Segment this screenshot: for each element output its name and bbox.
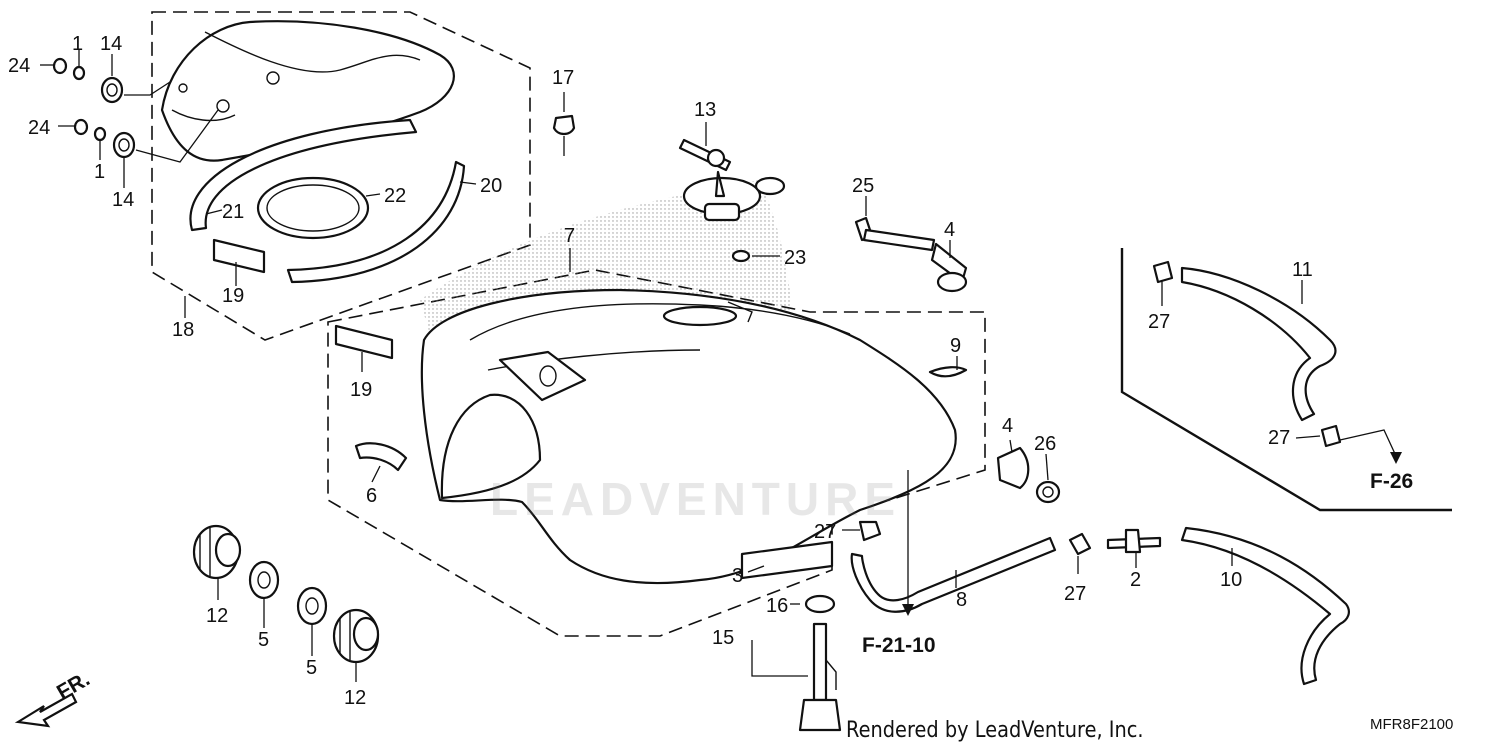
reference-f21-10: F-21-10	[862, 634, 936, 657]
collar-1-top	[72, 65, 86, 81]
washer-5-left	[248, 560, 280, 600]
o-ring-16	[804, 594, 836, 614]
cap-17	[552, 92, 576, 136]
hose-8	[850, 536, 1057, 613]
callout-18: 18	[172, 319, 194, 341]
fuel-sender-15	[751, 603, 842, 732]
grommet-14-top	[100, 76, 124, 104]
front-arrow-icon: FR.	[14, 667, 94, 728]
clamp-27-joint	[1068, 532, 1092, 556]
watermark-text: LEADVENTURE	[490, 473, 902, 525]
tank-cover	[160, 20, 455, 162]
callout-12-left: 12	[206, 605, 228, 627]
callout-2: 2	[1130, 569, 1141, 591]
clamp-27-hose8	[858, 520, 882, 542]
hose-10	[1180, 526, 1350, 686]
callout-11: 11	[1292, 259, 1313, 281]
front-label: FR.	[53, 667, 94, 704]
plate-3	[740, 540, 834, 580]
callout-21: 21	[222, 201, 244, 223]
strip-21	[189, 118, 418, 232]
bolt-24-top	[40, 57, 68, 75]
cover-mount-leaders	[124, 81, 219, 163]
bolt-25	[854, 216, 936, 252]
callout-8: 8	[956, 589, 967, 611]
diagram-code: MFR8F2100	[1370, 716, 1454, 733]
callout-19-left: 19	[350, 379, 372, 401]
callout-24-top: 24	[8, 55, 30, 77]
callout-5-left: 5	[258, 629, 269, 651]
tank-group-outline	[327, 269, 986, 637]
callout-3: 3	[732, 565, 743, 587]
callout-12-right: 12	[344, 687, 366, 709]
fuel-cap-13	[678, 138, 786, 222]
ref-arrow-f2110	[902, 470, 914, 616]
callout-23: 23	[784, 247, 806, 269]
callout-13: 13	[694, 99, 716, 121]
collar-4-top	[930, 242, 968, 293]
callout-1-top: 1	[72, 33, 83, 55]
clip-9	[928, 366, 968, 378]
bolt-24-bottom	[58, 118, 89, 136]
reference-f26: F-26	[1370, 470, 1413, 493]
callout-7: 7	[564, 225, 575, 247]
damper-12-left	[192, 524, 242, 580]
callout-14-top: 14	[100, 33, 122, 55]
rubber-6	[354, 442, 408, 472]
callout-19-top: 19	[222, 285, 244, 307]
callout-27-joint: 27	[1064, 583, 1086, 605]
callout-6: 6	[366, 485, 377, 507]
clamp-27-hose11-bottom	[1320, 424, 1342, 448]
callout-4-bottom: 4	[1002, 415, 1013, 437]
washer-5-right	[296, 586, 328, 626]
pad-19-top	[212, 238, 266, 274]
callout-25: 25	[852, 175, 874, 197]
callout-labels: 1 14 24 24 1 14 17 13 25 4 23 7 22 21 20…	[8, 33, 1313, 709]
damper-12-right	[332, 608, 380, 664]
pad-19-left	[334, 324, 394, 360]
callout-16: 16	[766, 595, 788, 617]
callout-22: 22	[384, 185, 406, 207]
callout-17: 17	[552, 67, 574, 89]
joint-2	[1106, 528, 1162, 554]
clamp-27-hose11-top	[1152, 260, 1174, 284]
callout-20: 20	[480, 175, 502, 197]
callout-9: 9	[950, 335, 961, 357]
render-credit: Rendered by LeadVenture, Inc.	[846, 718, 1144, 743]
callout-10: 10	[1220, 569, 1242, 591]
grommet-14-bottom	[112, 131, 136, 159]
callout-27-hose8: 27	[814, 521, 836, 543]
callout-26: 26	[1034, 433, 1056, 455]
hose-11	[1180, 266, 1337, 422]
collar-4-bottom	[996, 446, 1030, 490]
callout-5-right: 5	[306, 657, 317, 679]
fuel-tank-7	[420, 288, 957, 585]
callout-15: 15	[712, 627, 734, 649]
hose-group-outline	[1120, 248, 1452, 512]
seal-23	[731, 249, 751, 263]
callout-14-bottom: 14	[112, 189, 134, 211]
callout-27-hose11-top: 27	[1148, 311, 1170, 333]
ref-arrow-f26	[1339, 429, 1402, 464]
nut-26	[1035, 480, 1061, 504]
callout-4-top: 4	[944, 219, 955, 241]
callout-1-bottom: 1	[94, 161, 105, 183]
callout-24-bottom: 24	[28, 117, 50, 139]
callout-27-hose11-bottom: 27	[1268, 427, 1290, 449]
ring-22	[256, 176, 370, 240]
strip-20	[286, 160, 466, 284]
collar-1-bottom	[93, 126, 107, 142]
leader-lines	[78, 50, 1321, 682]
